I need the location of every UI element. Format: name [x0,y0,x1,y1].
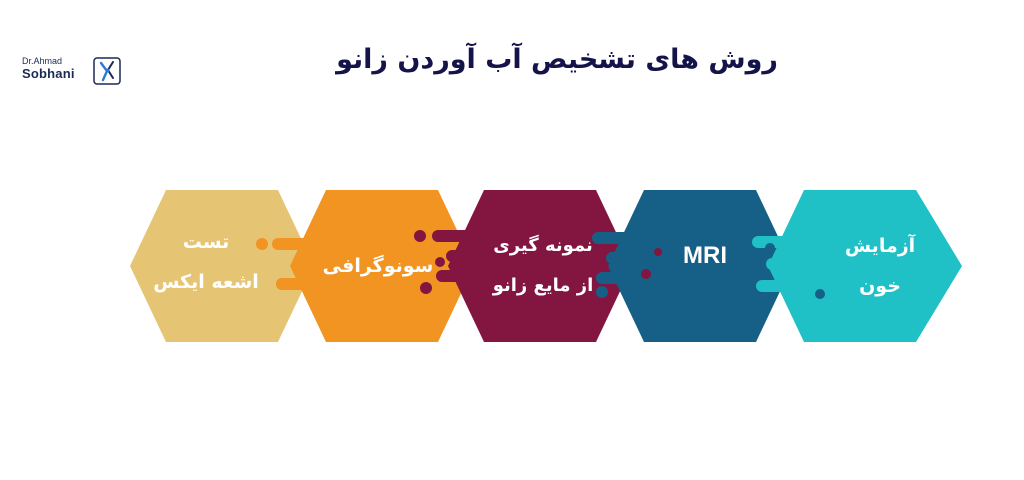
step-label-line: از مایع زانو [492,275,594,296]
hex-step-mri [608,190,792,342]
brand-logo: Dr.Ahmad Sobhani [14,52,124,92]
connector-mri-sample [592,232,642,298]
step-label-blood-test: آزمایش خون [820,226,940,306]
step-label-line: تست [182,231,230,253]
step-label-xray: تست اشعه ایکس [146,222,266,302]
hex-step-fluid-sample [448,190,632,342]
connector-ultrasound-xray [256,238,322,290]
hex-step-xray [130,190,314,342]
page-title: روش های تشخیص آب آوردن زانو [336,44,778,75]
step-label-fluid-sample: نمونه گیری از مایع زانو [478,226,608,306]
step-label-line: MRI [683,242,727,269]
logo-title-text: Dr.Ahmad [22,56,63,66]
step-label-line: اشعه ایکس [153,271,259,293]
step-label-line: خون [859,275,901,297]
hex-step-blood-test [768,190,962,342]
step-label-line: نمونه گیری [493,235,593,256]
connector-sample-ultrasound [414,230,482,294]
step-label-line: آزمایش [844,235,916,257]
connector-dots [765,243,825,299]
step-label-line: سونوگرافی [322,255,434,277]
hex-step-ultrasound [290,190,474,342]
connector-dots-sample [641,248,662,279]
step-label-mri: MRI [650,226,760,286]
logo-name-text: Sobhani [22,66,75,81]
knee-logo-icon [93,57,121,85]
step-label-ultrasound: سونوگرافی [318,246,438,286]
